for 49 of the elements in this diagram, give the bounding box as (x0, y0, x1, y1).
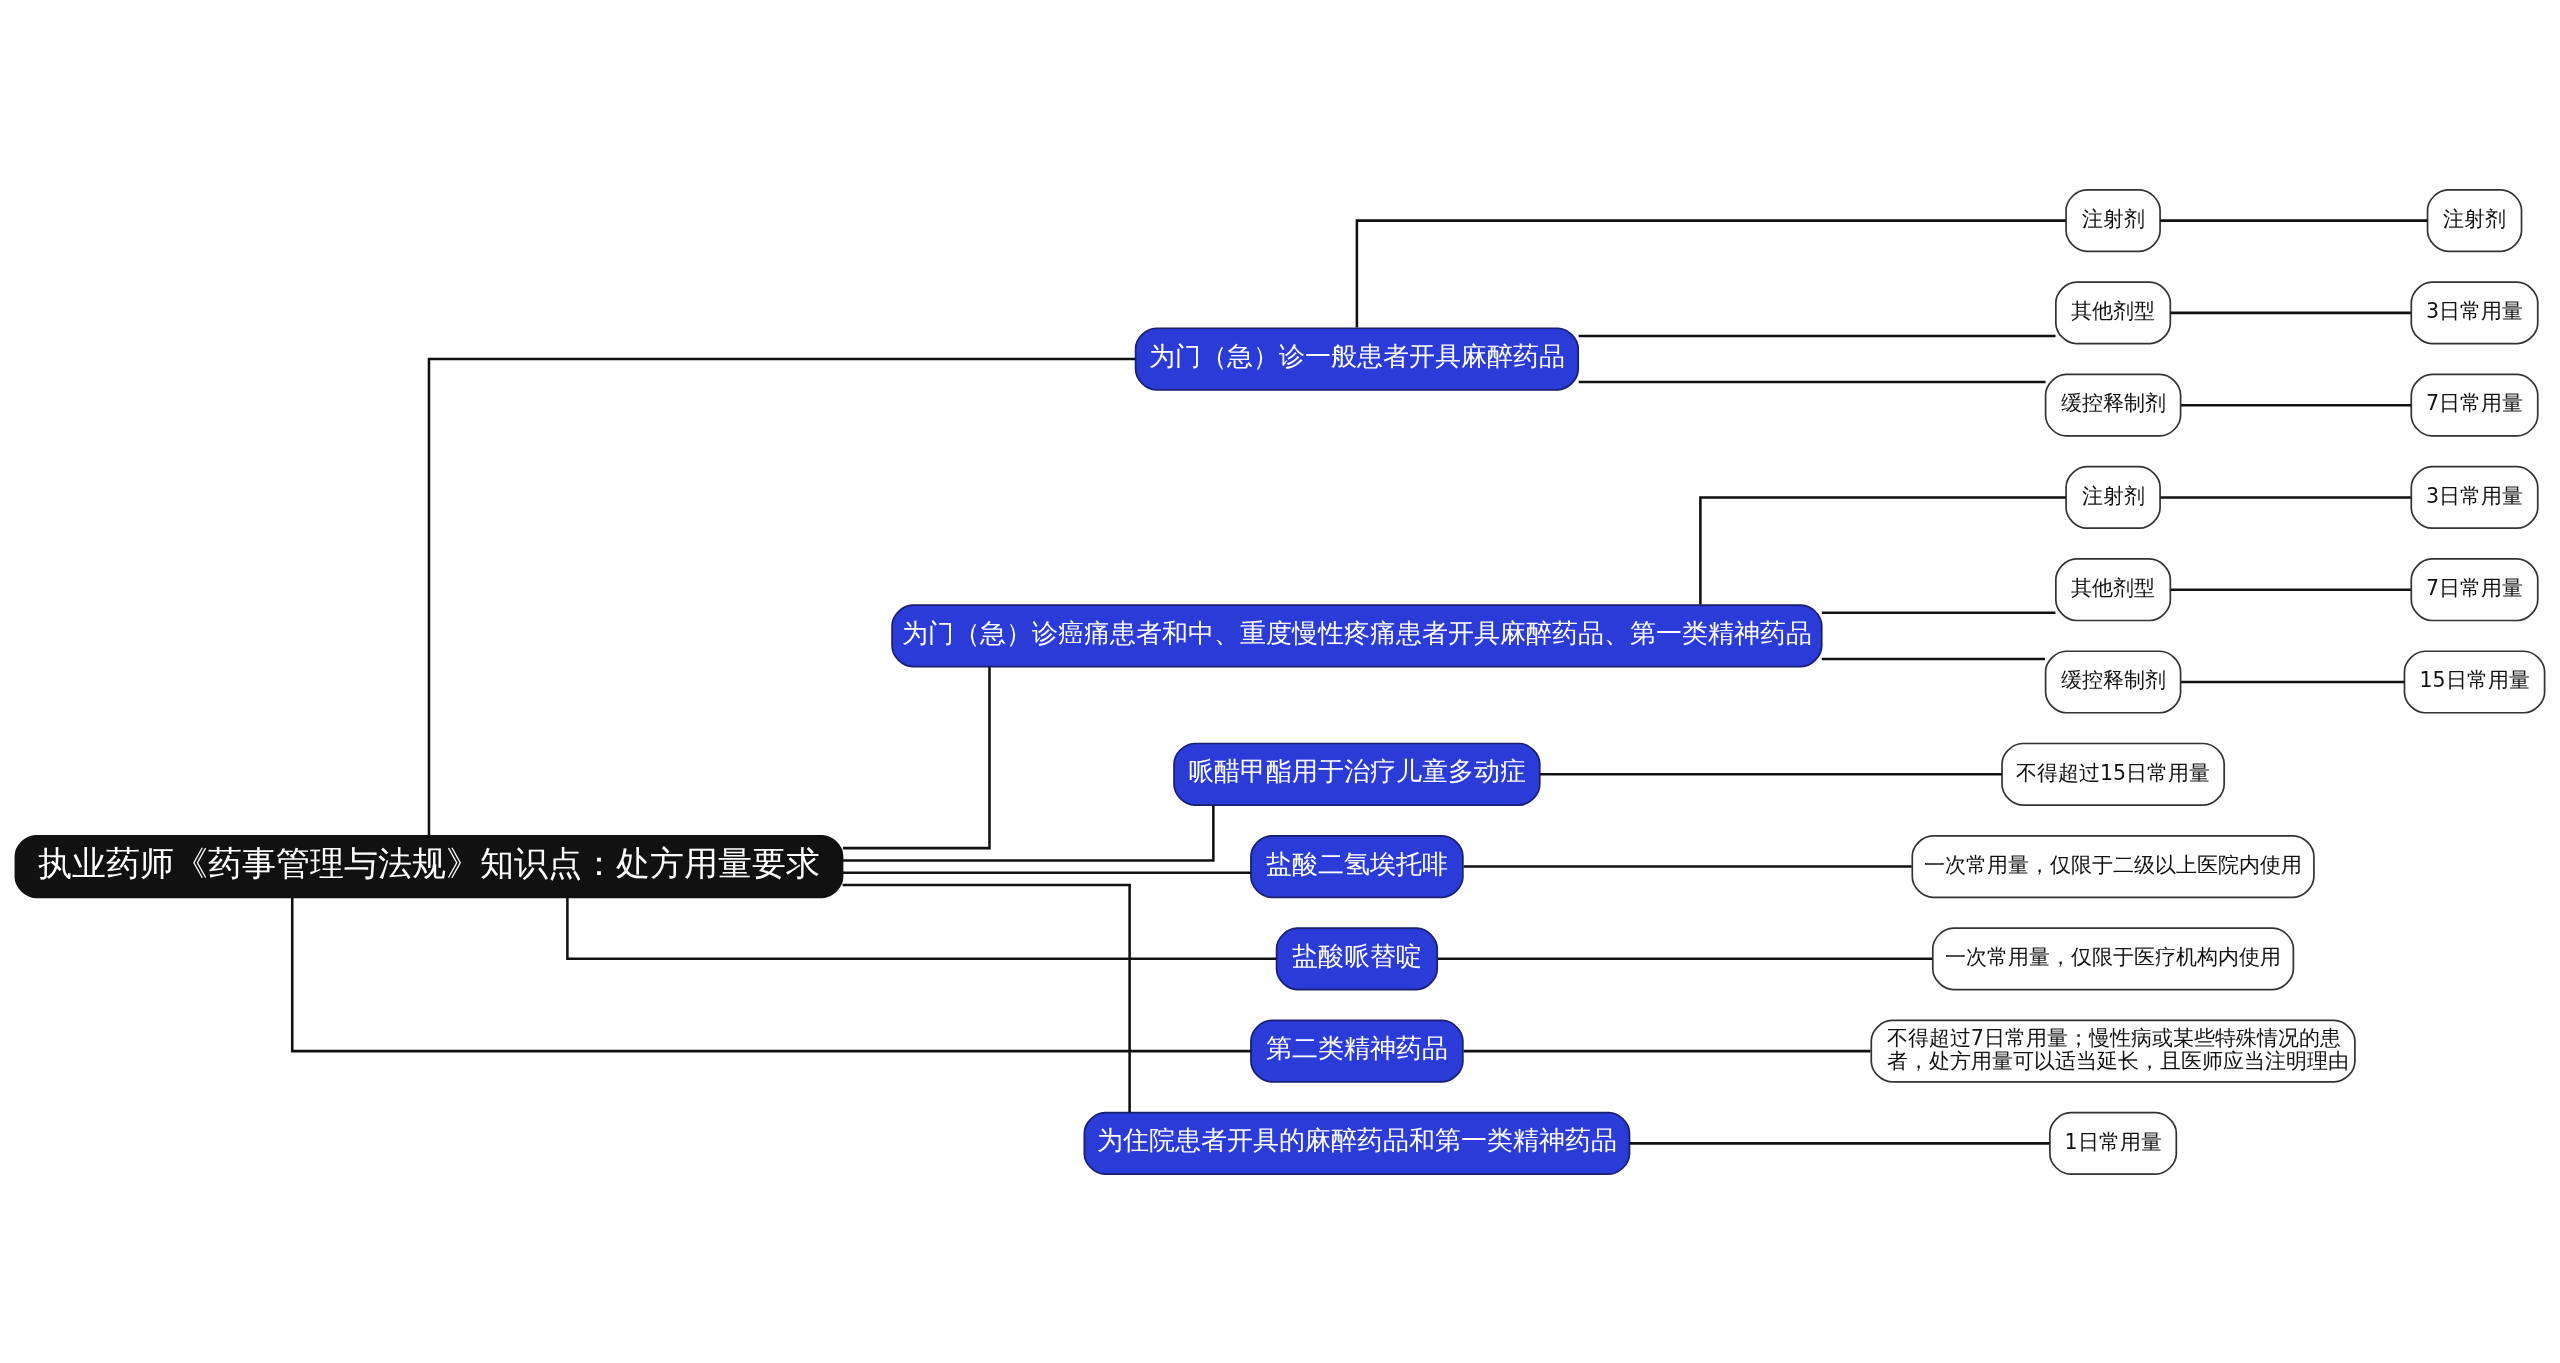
connector (1539, 772, 2002, 776)
connector (1463, 1049, 1871, 1052)
node-box: 1日常用量 (2049, 1111, 2178, 1175)
connector (1578, 380, 2046, 383)
connector (2160, 218, 2428, 222)
connector (1821, 611, 2056, 614)
node-box: 为住院患者开具的麻醉药品和第一类精神药品 (1083, 1111, 1631, 1175)
connector (2170, 587, 2411, 591)
node-box: 为门（急）诊癌痛患者和中、重度慢性疼痛患者开具麻醉药品、第一类精神药品 (891, 603, 1823, 667)
connector (427, 357, 1136, 836)
node-box: 3日常用量 (2410, 465, 2539, 529)
node-box: 15日常用量 (2403, 649, 2546, 714)
connector (2181, 680, 2405, 683)
node-box: 3日常用量 (2410, 280, 2539, 344)
node-box: 盐酸二氢埃托啡 (1250, 834, 1464, 898)
connector (1578, 334, 2056, 337)
node-box: 为门（急）诊一般患者开具麻醉药品 (1134, 326, 1580, 391)
node-box: 第二类精神药品 (1250, 1019, 1464, 1083)
node-box: 注射剂 (2065, 188, 2161, 252)
connector (842, 883, 1131, 1112)
node-box: 7日常用量 (2410, 373, 2539, 437)
connector (1463, 864, 1912, 868)
node-box: 注射剂 (2426, 188, 2523, 252)
node-box: 其他剂型 (2055, 280, 2172, 344)
node-box: 不得超过7日常用量；慢性病或某些特殊情况的患者，处方用量可以适当延长，且医师应当注明理由 (1870, 1019, 2356, 1083)
node-box: 缓控释制剂 (2044, 373, 2182, 437)
node-box: 执业药师《药事管理与法规》知识点：处方用量要求 (14, 834, 844, 898)
connector (2181, 403, 2412, 406)
connector (1821, 657, 2046, 660)
node-box: 一次常用量，仅限于二级以上医院内使用 (1911, 834, 2315, 898)
node-box: 不得超过15日常用量 (2001, 742, 2226, 806)
connector (842, 870, 1251, 874)
connector (566, 897, 1277, 960)
connector (843, 804, 1215, 862)
connector (1699, 495, 2066, 604)
node-box: 盐酸哌替啶 (1275, 926, 1439, 990)
connector (290, 897, 1251, 1052)
node-box: 缓控释制剂 (2044, 649, 2182, 714)
connector (842, 666, 991, 849)
connector (2160, 495, 2411, 499)
node-box: 注射剂 (2065, 465, 2161, 529)
node-box: 一次常用量，仅限于医疗机构内使用 (1931, 926, 2295, 990)
node-box: 7日常用量 (2410, 557, 2539, 621)
connector (1355, 218, 2066, 328)
connector (1629, 1141, 2050, 1145)
connector (1437, 957, 1933, 960)
node-box: 其他剂型 (2055, 557, 2172, 621)
node-box: 哌醋甲酯用于治疗儿童多动症 (1173, 742, 1541, 806)
connector (2170, 311, 2411, 314)
